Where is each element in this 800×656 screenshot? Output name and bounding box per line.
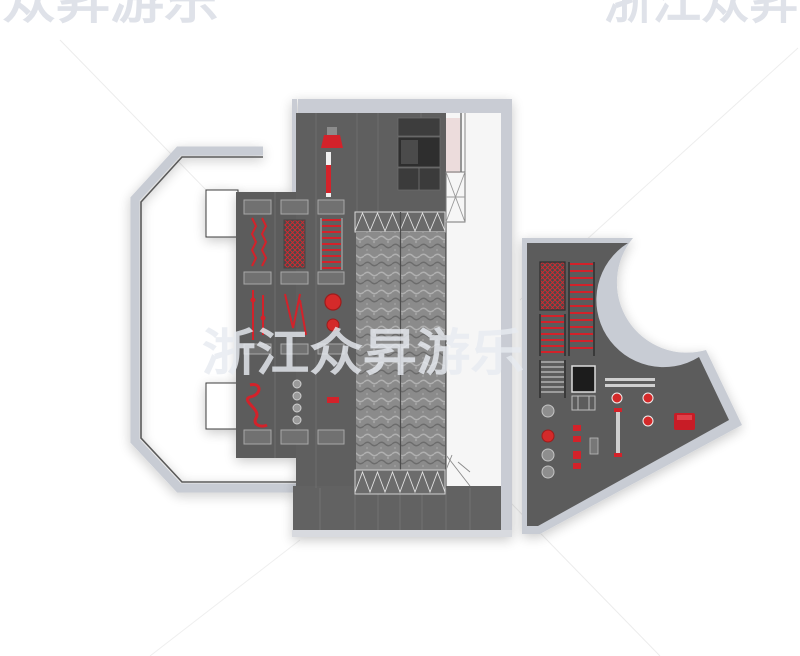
stepping-ball — [541, 465, 555, 479]
equipment-column-1 — [246, 217, 268, 428]
rope-zigzag — [250, 217, 258, 267]
main-hall-top-wall — [298, 99, 512, 113]
watermark-diagonal-line — [149, 539, 301, 656]
truss-brace — [354, 470, 446, 494]
right-equipment — [539, 261, 695, 479]
side-scaffold — [445, 113, 471, 487]
horizontal-bar — [605, 378, 655, 381]
slack-line — [284, 293, 307, 336]
watermarks: 众昇游乐 浙江众昇 浙江众昇游乐 — [2, 0, 798, 382]
landing-platform — [280, 343, 309, 355]
climbing-stand — [321, 135, 343, 148]
landing-platform — [317, 199, 345, 215]
rope-knot — [260, 315, 266, 321]
floor-stripes — [274, 113, 471, 530]
ladder — [539, 314, 566, 356]
landing-platform — [280, 271, 309, 285]
vertical-bar — [616, 410, 620, 455]
ladder — [568, 262, 595, 356]
snake-bar — [246, 383, 268, 428]
equipment-column-2 — [283, 219, 307, 425]
landing-platform — [317, 343, 345, 355]
storage-blocks — [397, 117, 441, 191]
landing-platform — [243, 343, 272, 355]
ring-target — [642, 392, 654, 404]
hand-hold — [573, 451, 581, 459]
storage-panel — [401, 140, 418, 164]
swing-ring — [324, 293, 342, 311]
bar-rack — [571, 395, 596, 411]
landing-platform — [280, 199, 309, 215]
vertical-bar-cap — [614, 453, 622, 457]
landing-platform — [243, 271, 272, 285]
vertical-bar-cap — [614, 408, 622, 412]
landing-platform — [280, 429, 309, 445]
foam-pit-left — [356, 232, 400, 472]
left-enclosure-wall — [130, 146, 296, 493]
ladder — [320, 218, 343, 270]
stepping-ball — [292, 379, 302, 389]
cargo-net — [283, 219, 306, 269]
black-mat — [571, 365, 596, 393]
platforms — [243, 199, 345, 445]
red-glow-panel — [446, 118, 460, 173]
side-corridor — [446, 113, 501, 486]
truss-bottom-braces — [354, 470, 446, 494]
stepping-ball — [292, 415, 302, 425]
pole-red-segment — [326, 165, 331, 193]
climbing-net — [539, 261, 566, 311]
main-hall-right-wall — [501, 99, 512, 537]
left-enclosure — [130, 146, 296, 493]
landing-platform — [317, 429, 345, 445]
stepping-ball — [292, 403, 302, 413]
grey-block — [589, 437, 599, 455]
hand-hold — [573, 436, 581, 442]
left-booth-bottom — [205, 382, 239, 430]
ring-target — [611, 392, 623, 404]
foam-pit-right — [401, 232, 445, 472]
main-hall-bottom-wall — [292, 530, 512, 537]
right-wedge-area — [522, 238, 742, 534]
landing-platform — [243, 199, 272, 215]
left-enclosure-wall-edge — [140, 156, 296, 483]
red-cube-top — [677, 415, 692, 420]
landing-platform — [243, 429, 272, 445]
left-booth-top — [205, 189, 239, 238]
watermark-top-left: 众昇游乐 — [2, 0, 218, 30]
ring-target — [642, 415, 654, 427]
watermark-top-right: 浙江众昇 — [604, 0, 798, 30]
hand-hold — [573, 463, 581, 469]
hand-hold — [573, 425, 581, 431]
stepping-ball — [292, 391, 302, 401]
ladder — [539, 360, 566, 398]
rope-zigzag — [260, 217, 268, 267]
main-hall — [236, 99, 512, 537]
watermark-center: 浙江众昇游乐 — [202, 324, 524, 382]
stepping-ball-red — [541, 429, 555, 443]
rope-knot — [250, 297, 256, 303]
equipment-column-3 — [320, 127, 343, 403]
scaffold-brace — [445, 171, 466, 223]
main-hall-left-wall — [292, 99, 297, 192]
horizontal-bar — [605, 384, 655, 387]
foam-pit-bottom-truss — [354, 469, 446, 495]
stepping-ball — [541, 404, 555, 418]
climbing-stand-cap — [327, 127, 337, 135]
hand-grip — [327, 397, 339, 403]
storage-block — [397, 117, 441, 137]
landing-platform — [317, 271, 345, 285]
stepping-ball — [541, 448, 555, 462]
foam-pit — [354, 211, 446, 495]
swing-ring — [326, 318, 340, 332]
